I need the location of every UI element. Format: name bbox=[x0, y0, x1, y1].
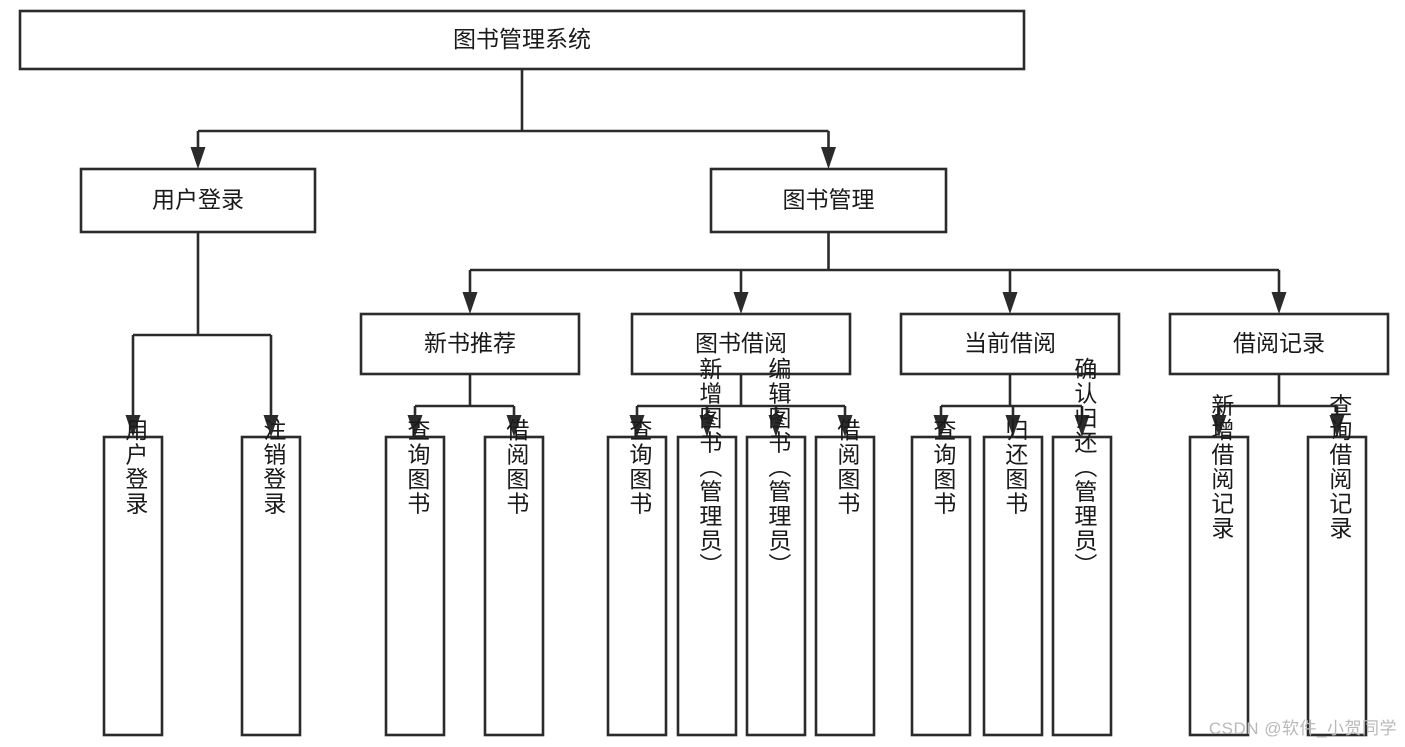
node-box bbox=[384, 435, 446, 737]
node-l3-record[interactable]: 借阅记录 bbox=[1168, 312, 1390, 376]
node-box bbox=[1306, 435, 1368, 737]
edge-arrowhead bbox=[506, 415, 522, 437]
edge-arrowhead bbox=[462, 292, 478, 314]
node-box bbox=[359, 312, 581, 376]
edge-arrowhead bbox=[821, 147, 836, 169]
node-label: 查询借阅记录 bbox=[1326, 394, 1353, 541]
node-leaf-current-confirm[interactable]: 确认归还（管理员） bbox=[1051, 357, 1113, 737]
node-box bbox=[483, 435, 545, 737]
node-leaf-user-login[interactable]: 用户登录 bbox=[102, 418, 164, 737]
node-l2-user[interactable]: 用户登录 bbox=[79, 167, 317, 234]
node-label: 新书推荐 bbox=[424, 330, 516, 356]
edge-arrowhead bbox=[1211, 415, 1227, 437]
node-label: 查询图书 bbox=[404, 418, 431, 516]
node-box bbox=[1188, 435, 1250, 737]
node-box bbox=[1168, 312, 1390, 376]
edge-arrowhead bbox=[933, 415, 949, 437]
node-box bbox=[102, 435, 164, 737]
node-label: 新增借阅记录 bbox=[1208, 394, 1235, 541]
edge-arrowhead bbox=[1329, 415, 1345, 437]
node-box bbox=[899, 312, 1121, 376]
edge-arrowhead bbox=[768, 415, 784, 437]
node-l3-new[interactable]: 新书推荐 bbox=[359, 312, 581, 376]
node-leaf-borrow-add[interactable]: 新增图书（管理员） bbox=[676, 357, 738, 737]
node-leaf-new-query[interactable]: 查询图书 bbox=[384, 418, 446, 737]
node-leaf-current-query[interactable]: 查询图书 bbox=[910, 418, 972, 737]
edge-arrowhead bbox=[1005, 415, 1021, 437]
edge-arrowhead bbox=[629, 415, 645, 437]
node-label: 图书借阅 bbox=[695, 330, 787, 356]
node-label: 用户登录 bbox=[122, 418, 149, 516]
node-label: 借阅图书 bbox=[834, 418, 861, 516]
node-box bbox=[79, 167, 317, 234]
edge-arrowhead bbox=[125, 415, 141, 437]
node-leaf-user-logout[interactable]: 注销登录 bbox=[240, 418, 302, 737]
node-label: 借阅图书 bbox=[503, 418, 530, 516]
node-box bbox=[18, 9, 1026, 71]
node-leaf-record-add[interactable]: 新增借阅记录 bbox=[1188, 394, 1250, 737]
node-label: 注销登录 bbox=[260, 418, 287, 516]
node-root[interactable]: 图书管理系统 bbox=[18, 9, 1026, 71]
node-leaf-new-borrow[interactable]: 借阅图书 bbox=[483, 418, 545, 737]
node-box bbox=[606, 435, 668, 737]
edge-arrowhead bbox=[190, 147, 206, 169]
node-box bbox=[630, 312, 852, 376]
edge-arrowhead bbox=[733, 292, 749, 314]
edge-arrowhead bbox=[699, 415, 715, 437]
node-label: 当前借阅 bbox=[964, 330, 1056, 356]
node-box bbox=[982, 435, 1044, 737]
node-leaf-borrow-edit[interactable]: 编辑图书（管理员） bbox=[745, 357, 807, 737]
node-label: 借阅记录 bbox=[1233, 330, 1325, 356]
node-label: 查询图书 bbox=[930, 418, 957, 516]
node-box bbox=[814, 435, 876, 737]
node-box bbox=[240, 435, 302, 737]
node-box bbox=[1051, 435, 1113, 737]
node-leaf-record-query[interactable]: 查询借阅记录 bbox=[1306, 394, 1368, 737]
edge-arrowhead bbox=[263, 415, 279, 437]
node-label: 图书管理系统 bbox=[453, 26, 591, 52]
edge-arrowhead bbox=[1271, 292, 1287, 314]
node-box bbox=[910, 435, 972, 737]
edge-arrowhead bbox=[407, 415, 423, 437]
edge-arrowhead bbox=[837, 415, 853, 437]
node-label: 查询图书 bbox=[626, 418, 653, 516]
node-label: 编辑图书（管理员） bbox=[765, 357, 792, 578]
node-l2-book[interactable]: 图书管理 bbox=[709, 167, 948, 234]
node-l3-current[interactable]: 当前借阅 bbox=[899, 312, 1121, 376]
node-leaf-current-return[interactable]: 归还图书 bbox=[982, 418, 1044, 737]
node-leaf-borrow-query[interactable]: 查询图书 bbox=[606, 418, 668, 737]
node-l3-borrow[interactable]: 图书借阅 bbox=[630, 312, 852, 376]
node-label: 新增图书（管理员） bbox=[696, 357, 723, 578]
node-box bbox=[745, 435, 807, 737]
node-label: 图书管理 bbox=[783, 187, 875, 213]
node-label: 用户登录 bbox=[152, 187, 244, 213]
edge-arrowhead bbox=[1002, 292, 1018, 314]
node-box bbox=[676, 435, 738, 737]
edges-layer bbox=[125, 69, 1345, 437]
node-label: 确认归还（管理员） bbox=[1071, 357, 1098, 578]
edge-arrowhead bbox=[1074, 415, 1090, 437]
nodes-layer: 图书管理系统用户登录图书管理新书推荐图书借阅当前借阅借阅记录用户登录注销登录查询… bbox=[18, 9, 1390, 737]
node-box bbox=[709, 167, 948, 234]
node-leaf-borrow-borrow[interactable]: 借阅图书 bbox=[814, 418, 876, 737]
node-label: 归还图书 bbox=[1002, 418, 1029, 516]
